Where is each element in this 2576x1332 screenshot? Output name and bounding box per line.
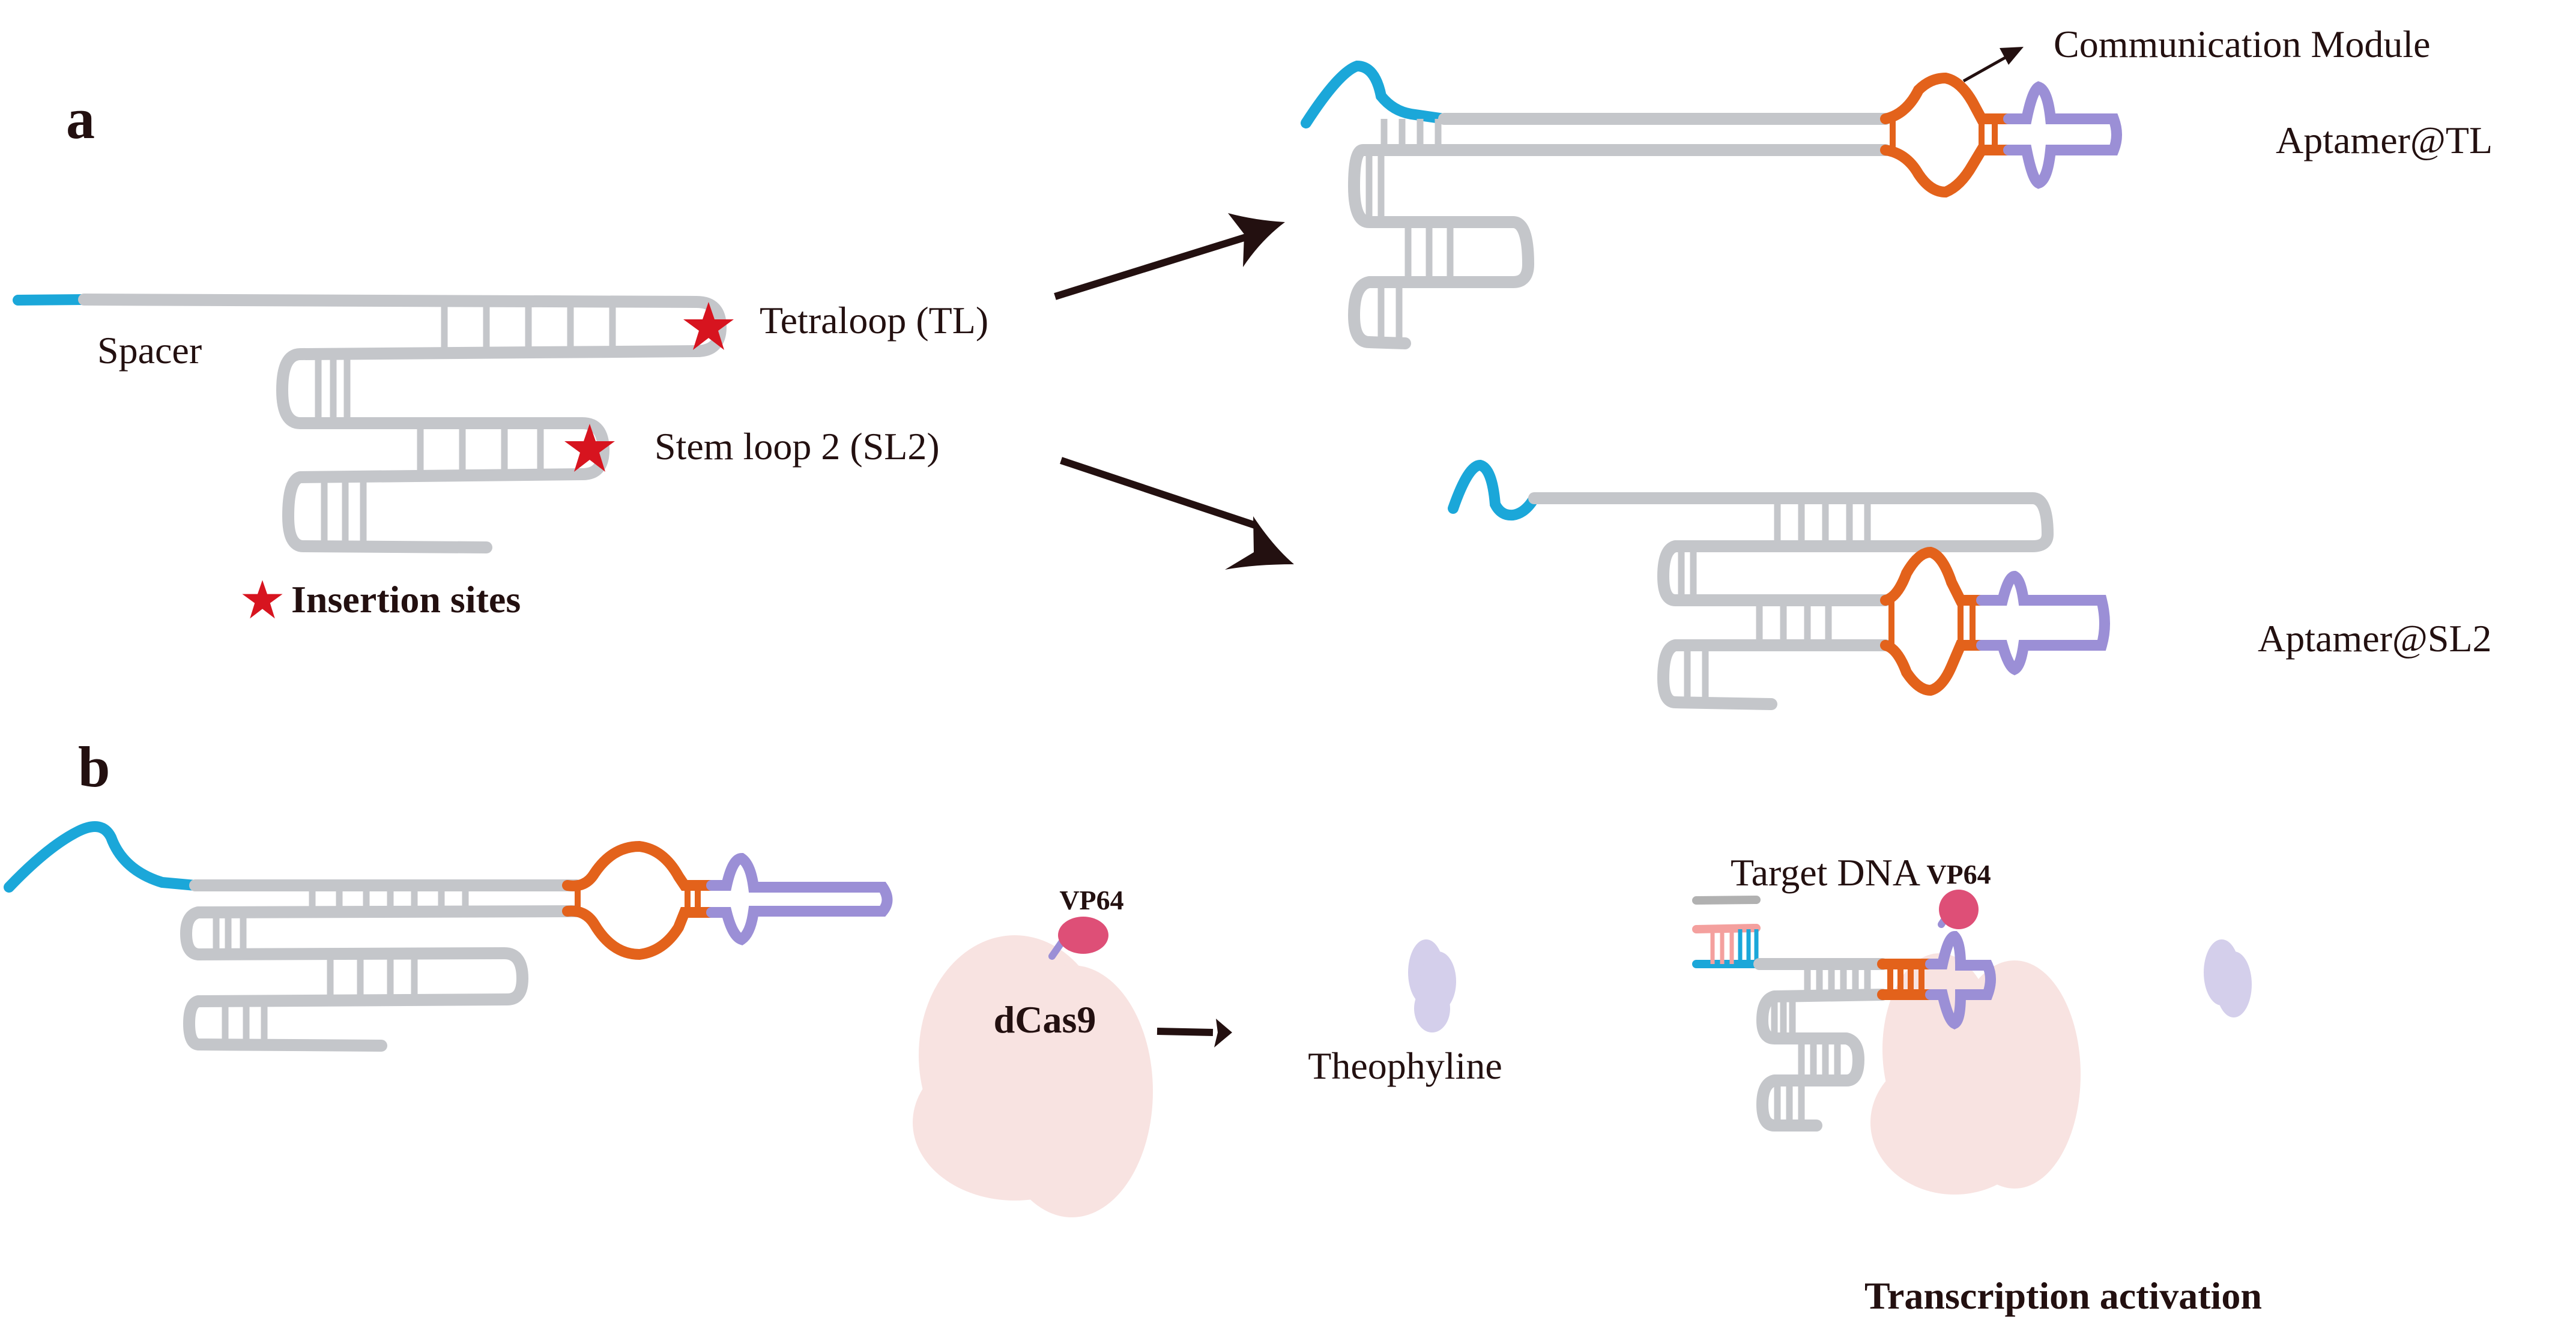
spacer-label: Spacer <box>97 329 202 372</box>
arrow-right-icon <box>1156 1019 1232 1047</box>
dcas9-label: dCas9 <box>994 998 1096 1041</box>
panel-b-label: b <box>78 735 110 799</box>
sgrna-aptamer-tl <box>1301 60 2122 349</box>
arrow-right-icon <box>1054 213 1285 300</box>
theophylline-label: Theophyline <box>1308 1044 1502 1087</box>
sgrna-aptamer-sl2 <box>1448 459 2110 710</box>
activated-complex <box>1692 890 2252 1195</box>
stem-rungs <box>315 302 616 546</box>
stem-rungs <box>1365 119 1454 342</box>
aptamer-tl-label: Aptamer@TL <box>2276 119 2493 161</box>
vp64-domain <box>1058 917 1108 954</box>
target-dna-label: Target DNA <box>1731 851 1920 894</box>
legend-insertion-sites: Insertion sites <box>291 578 521 621</box>
stem-rungs <box>1678 498 1871 702</box>
arrow-right-icon <box>1962 47 2024 83</box>
vp64-label: VP64 <box>1059 885 1123 915</box>
stem-rungs <box>213 885 469 1044</box>
communication-module-label: Communication Module <box>2054 23 2431 65</box>
vp64-label-activated: VP64 <box>1926 859 1991 890</box>
arrow-right-icon <box>1060 457 1294 570</box>
transcription-activation-label: Transcription activation <box>1864 1274 2262 1317</box>
star-icon <box>242 580 283 619</box>
sgrna-original <box>13 294 734 553</box>
vp64-domain <box>1939 890 1979 929</box>
stemloop-label: Stem loop 2 (SL2) <box>655 425 940 468</box>
theophylline-molecule <box>1408 939 1456 1032</box>
tetraloop-label: Tetraloop (TL) <box>760 299 988 342</box>
sgrna-aptamer-inactive <box>4 821 893 1052</box>
panel-a-label: a <box>66 86 95 151</box>
dcas9-protein <box>913 935 1153 1217</box>
aptamer-sl2-label: Aptamer@SL2 <box>2258 617 2492 660</box>
stem-rungs <box>1771 964 1871 1126</box>
